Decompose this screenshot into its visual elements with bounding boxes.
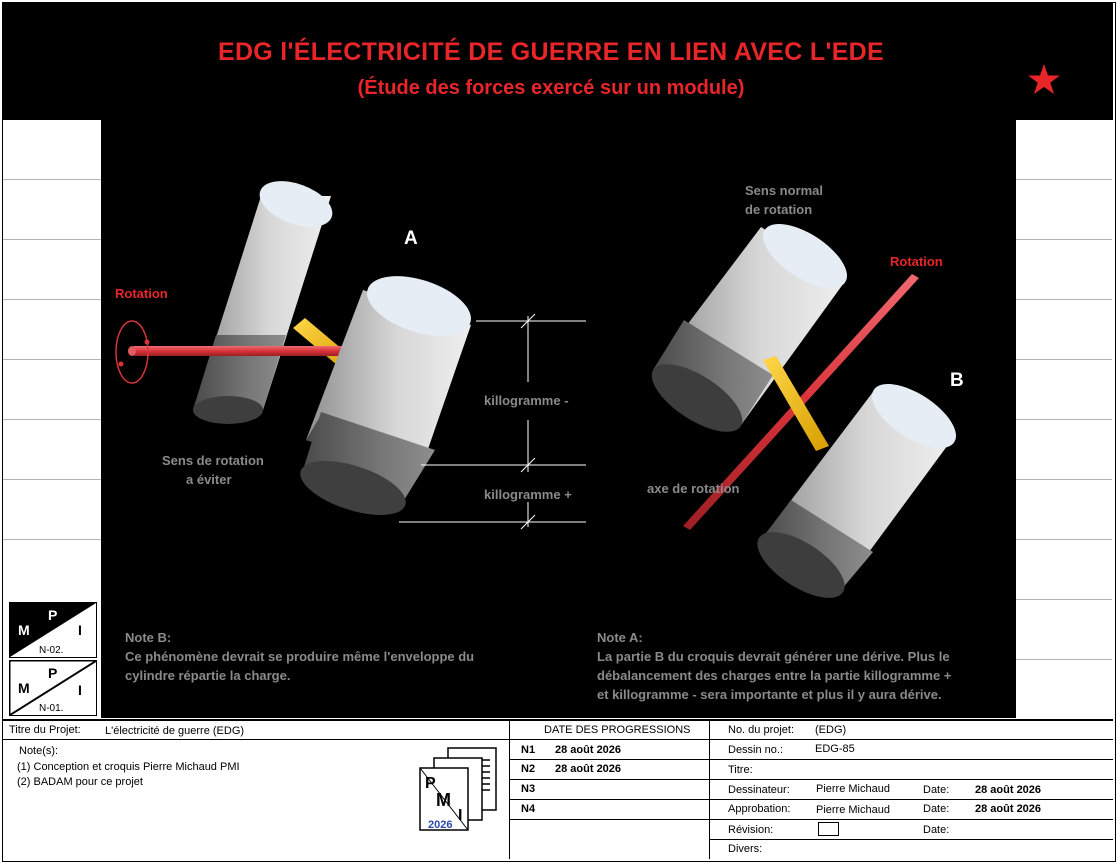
note-a-line2: débalancement des charges entre la parti… [597,668,952,683]
kg-plus-label: killogramme + [484,487,572,502]
progress-n2-date: 28 août 2026 [555,763,622,775]
approbation-label: Approbation: [728,803,791,815]
project-no-value: (EDG) [815,724,847,736]
label-b: B [950,370,964,391]
header-banner: EDG l'ÉLECTRICITÉ DE GUERRE EN LIEN AVEC… [3,3,1113,120]
svg-text:M: M [436,790,451,810]
svg-text:M: M [18,622,30,638]
note-2: (2) BADAM pour ce projet [17,776,143,788]
label-a: A [404,228,418,249]
note-b-title: Note B: [125,630,172,645]
progress-n1-date: 28 août 2026 [555,744,622,756]
approbation-date-value: 28 août 2026 [975,803,1042,815]
notes-label: Note(s): [19,745,59,757]
star-icon [1028,64,1060,94]
left-margin-cells [3,120,102,600]
note-b: Note B: Ce phénomène devrait se produire… [125,628,474,685]
svg-text:M: M [18,680,30,696]
progress-n3-label: N3 [521,783,536,795]
note-a-title: Note A: [597,630,643,645]
drawing-no-label: Dessin no.: [728,744,784,756]
note-a: Note A: La partie B du croquis devrait g… [597,628,951,704]
connector-b [763,356,829,451]
revision-checkbox[interactable] [818,822,839,836]
progress-n4-label: N4 [521,803,536,815]
progress-n2-label: N2 [521,763,536,775]
drawing-area: A B Rotation Rotation Sens de rotation a… [101,120,1016,718]
revision-date-label: Date: [923,824,950,836]
mpi-logo-n02: M P I N-02. [9,602,97,658]
note-a-line1: La partie B du croquis devrait générer u… [597,649,950,664]
svg-text:I: I [78,622,82,638]
sens-eviter-line2: a éviter [186,472,232,487]
note-b-line1: Ce phénomène devrait se produire même l'… [125,649,475,664]
rotation-rod-a [128,346,353,356]
approbation-value: Pierre Michaud [816,804,890,816]
svg-text:P: P [48,607,57,623]
cylinder-b-front [757,384,957,598]
diagram-svg: A B Rotation Rotation Sens de rotation a… [115,181,964,598]
revision-label: Révision: [728,824,774,836]
rotation-circle-icon [115,320,150,384]
svg-text:N-02.: N-02. [39,645,63,656]
drawing-no-value: EDG-85 [815,743,855,755]
kg-minus-label: killogramme - [484,393,569,408]
dimension-lines [399,313,586,530]
dessinateur-label: Dessinateur: [728,784,790,796]
dessinateur-date-value: 28 août 2026 [975,784,1042,796]
sens-normal-line1: Sens normal [745,183,823,198]
rotation-label-left: Rotation [115,286,168,301]
approbation-date-label: Date: [923,803,950,815]
svg-text:I: I [458,807,462,824]
dessinateur-value: Pierre Michaud [816,783,890,795]
dessinateur-date-label: Date: [923,784,950,796]
rotation-label-right: Rotation [890,254,943,269]
cylinder-a-front [300,276,471,515]
right-margin-cells [1016,120,1112,718]
note-b-line2: cylindre répartie la charge. [125,668,291,683]
titre-label: Titre: [728,764,753,776]
progress-header: DATE DES PROGRESSIONS [544,724,691,736]
page-subtitle: (Étude des forces exercé sur un module) [357,77,745,99]
note-1: (1) Conception et croquis Pierre Michaud… [17,761,240,773]
page-title: EDG l'ÉLECTRICITÉ DE GUERRE EN LIEN AVEC… [217,38,885,66]
svg-text:P: P [425,775,436,792]
mpi-logo-n01: M P I N-01. [9,660,98,716]
sens-normal-line2: de rotation [745,202,812,217]
progress-n1-label: N1 [521,744,536,756]
cylinder-b-back [651,224,848,432]
pmi-document-logo: P M I 2026 [419,747,497,831]
svg-text:P: P [48,665,57,681]
svg-text:2026: 2026 [428,819,452,831]
sens-eviter-line1: Sens de rotation [162,453,264,468]
note-a-line3: et killogramme - sera importante et plus… [597,687,942,702]
project-title-value: L'électricité de guerre (EDG) [105,725,245,737]
svg-text:I: I [78,682,82,698]
svg-text:N-01.: N-01. [39,703,63,714]
cylinder-a-back [193,181,333,424]
project-title-label: Titre du Projet: [9,724,81,736]
divers-label: Divers: [728,843,763,855]
axe-rotation-label: axe de rotation [647,481,740,496]
project-no-label: No. du projet: [728,724,795,736]
